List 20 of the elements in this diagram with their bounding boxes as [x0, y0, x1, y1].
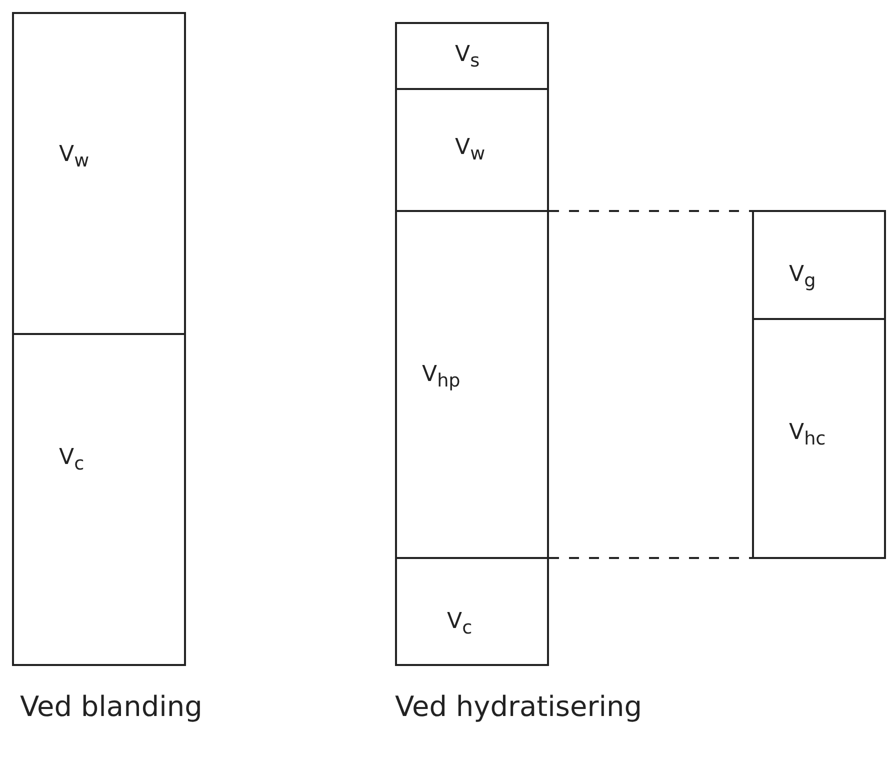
volume-section: [12, 333, 186, 666]
volume-symbol: V$_{s}$: [455, 42, 480, 72]
volume-section: [752, 318, 886, 559]
volume-symbol: V$_{g}$: [789, 262, 816, 292]
volume-section: [12, 12, 186, 335]
volume-symbol: V$_{hc}$: [789, 420, 826, 450]
dashed-guide-line: [549, 210, 752, 212]
volume-symbol: V$_{c}$: [59, 445, 84, 474]
column-caption: Ved blanding: [20, 690, 202, 723]
volume-section: [395, 557, 549, 666]
volume-section: [395, 88, 549, 212]
volume-section: [752, 210, 886, 320]
volume-symbol: V$_{c}$: [447, 609, 472, 638]
volume-symbol: V$_{w}$: [59, 142, 90, 172]
column-caption: Ved hydratisering: [395, 690, 642, 723]
volume-symbol: V$_{w}$: [455, 135, 486, 164]
dashed-guide-line: [549, 557, 752, 559]
volume-section: [395, 22, 549, 90]
volume-symbol: V$_{hp}$: [422, 362, 460, 392]
volume-section: [395, 210, 549, 559]
